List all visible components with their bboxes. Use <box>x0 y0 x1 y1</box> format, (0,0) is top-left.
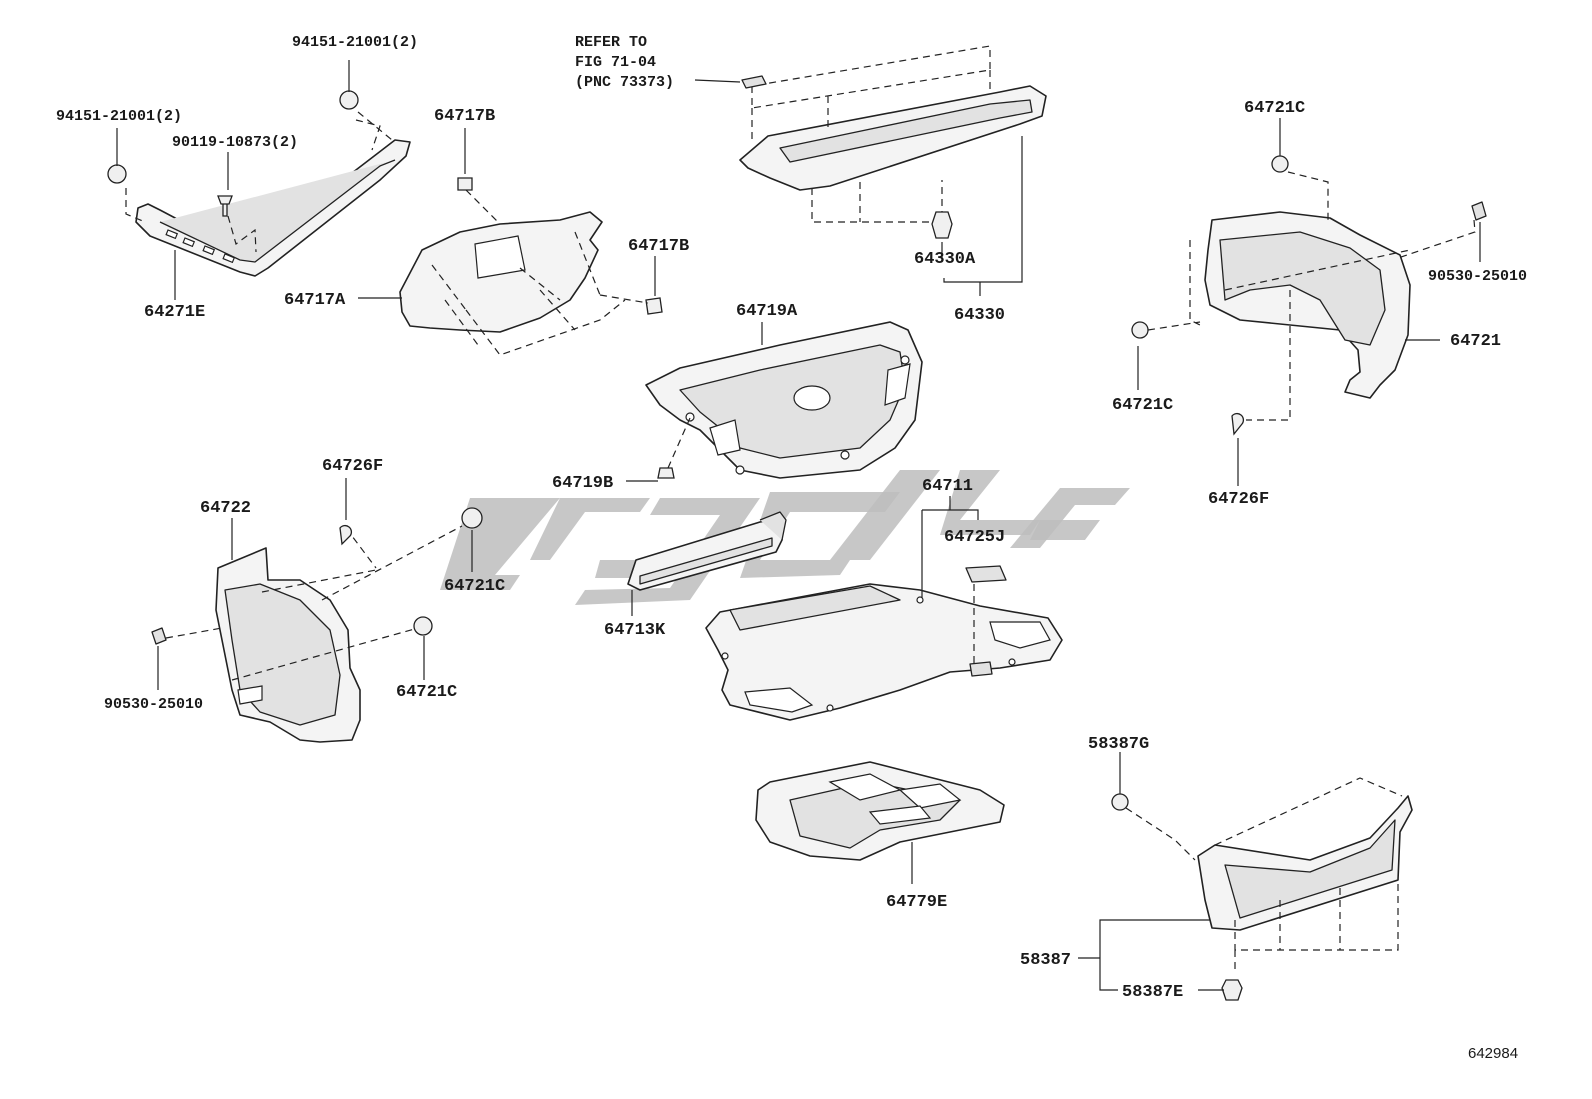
label-90530-25010-left: 90530-25010 <box>104 696 203 713</box>
label-64711: 64711 <box>922 477 973 496</box>
label-64726F-right: 64726F <box>1208 490 1269 509</box>
part-64721-right-trim <box>1131 118 1487 486</box>
part-64779E-tray <box>755 761 1005 884</box>
part-64711-floor-mat <box>705 496 1063 721</box>
label-58387E: 58387E <box>1122 983 1183 1002</box>
part-64719A-lid-trim <box>626 321 923 482</box>
label-64721C-top: 64721C <box>1244 99 1305 118</box>
label-64721C-mid: 64721C <box>444 577 505 596</box>
watermark-logo <box>440 470 1130 605</box>
part-64713K-strip <box>627 511 787 616</box>
reference-note-line2: FIG 71-04 <box>575 54 656 71</box>
diagram-id: 642984 <box>1468 1045 1518 1062</box>
label-64721: 64721 <box>1450 332 1501 351</box>
part-64717A-panel <box>358 128 663 356</box>
label-94151-21001-left: 94151-21001(2) <box>56 108 182 125</box>
label-64271E: 64271E <box>144 303 205 322</box>
label-64717B-right: 64717B <box>628 237 689 256</box>
part-64271E-rail <box>107 60 411 300</box>
label-64717B-top: 64717B <box>434 107 495 126</box>
label-64721C-right: 64721C <box>1112 396 1173 415</box>
part-58387-sill-trim <box>1078 752 1413 1001</box>
part-64722-left-trim <box>151 478 483 743</box>
reference-note-line3: (PNC 73373) <box>575 74 674 91</box>
label-64779E: 64779E <box>886 893 947 912</box>
label-64717A: 64717A <box>284 291 346 310</box>
label-64330: 64330 <box>954 306 1005 325</box>
label-90530-25010-right: 90530-25010 <box>1428 268 1527 285</box>
label-58387G: 58387G <box>1088 735 1149 754</box>
label-64713K: 64713K <box>604 621 666 640</box>
label-64725J: 64725J <box>944 528 1005 547</box>
label-94151-21001-top: 94151-21001(2) <box>292 34 418 51</box>
label-58387: 58387 <box>1020 951 1071 970</box>
part-64330-package-tray <box>694 45 1047 296</box>
label-64726F-left: 64726F <box>322 457 383 476</box>
label-64719B: 64719B <box>552 474 613 493</box>
label-64722: 64722 <box>200 499 251 518</box>
label-64721C-low: 64721C <box>396 683 457 702</box>
reference-note-line1: REFER TO <box>575 34 647 51</box>
label-64330A: 64330A <box>914 250 976 269</box>
label-64719A: 64719A <box>736 302 798 321</box>
label-90119-10873: 90119-10873(2) <box>172 134 298 151</box>
